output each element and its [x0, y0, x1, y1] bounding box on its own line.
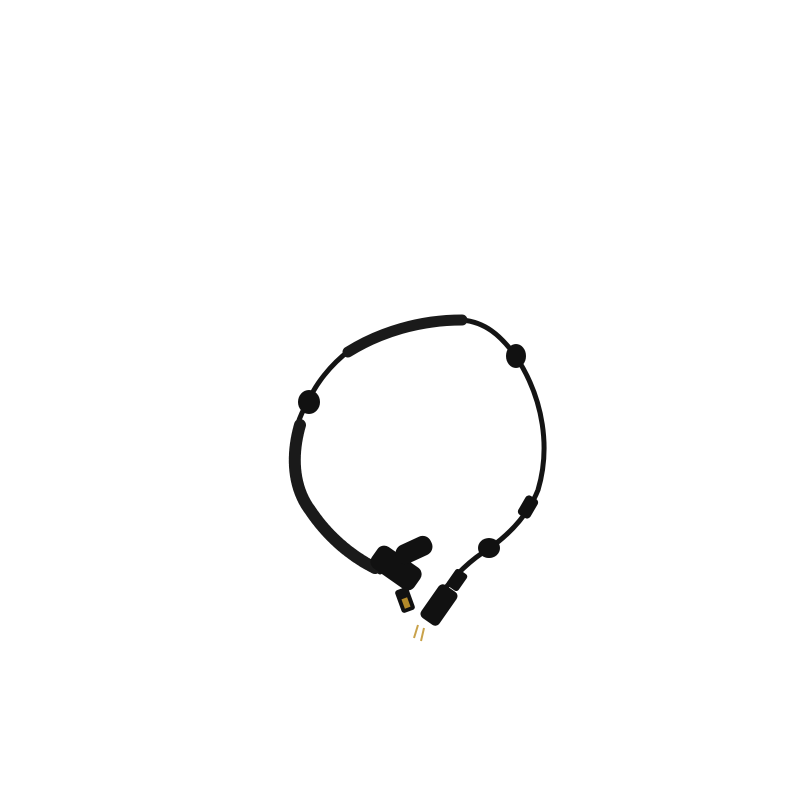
clip [517, 495, 539, 519]
sensor-head [370, 535, 433, 613]
grommet [478, 538, 500, 558]
cable-sleeve-top [342, 314, 468, 358]
grommet [298, 390, 320, 414]
grommet [506, 344, 526, 368]
cable-sleeve-left [288, 419, 381, 574]
connector-plug [413, 568, 468, 642]
